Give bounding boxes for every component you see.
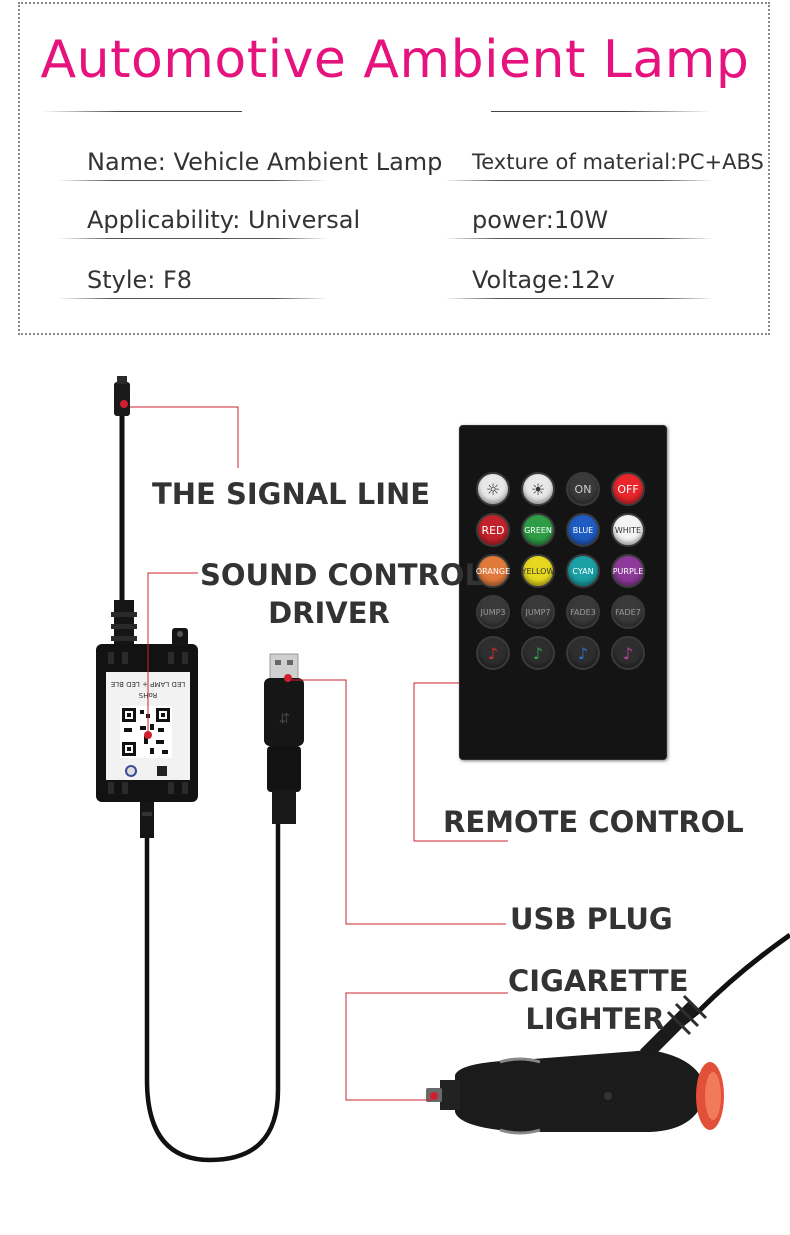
remote-button[interactable]: FADE3 (566, 595, 600, 629)
remote-button-label: ☀ (530, 479, 546, 499)
usb-metal-head (269, 653, 299, 681)
remote-button-label: YELLOW (521, 566, 555, 576)
page-title: Automotive Ambient Lamp (40, 30, 750, 90)
remote-button-label: CYAN (572, 566, 594, 576)
spec-voltage: Voltage:12v (472, 266, 615, 294)
remote-button-label: GREEN (524, 525, 552, 535)
spec-style: Style: F8 (87, 266, 193, 294)
label-cigarette-line2: LIGHTER (525, 1002, 665, 1036)
usb-plug-marker (284, 674, 292, 682)
remote-button-label: ♪ (577, 643, 589, 663)
label-sound-control-line2: DRIVER (268, 596, 390, 630)
label-usb-plug: USB PLUG (510, 902, 673, 936)
spec-applicability: Applicability: Universal (87, 206, 361, 234)
label-sound-control: SOUND CONTROL DRIVER (200, 556, 483, 632)
spec-divider (58, 180, 328, 181)
remote-button-label: OFF (617, 482, 639, 496)
remote-button[interactable]: RED (476, 513, 510, 547)
svg-text:⇆: ⇆ (276, 712, 292, 724)
remote-button-label: ♪ (532, 643, 544, 663)
remote-button-label: JUMP7 (525, 607, 551, 617)
remote-button-label: ♪ (487, 643, 499, 663)
label-remote-control: REMOTE CONTROL (443, 805, 744, 839)
remote-button-label: FADE7 (615, 607, 641, 617)
usb-callout-line (292, 679, 506, 925)
remote-button[interactable]: WHITE (611, 513, 645, 547)
spec-divider (58, 298, 328, 299)
remote-callout-line (413, 682, 508, 842)
lighter-marker (430, 1092, 438, 1100)
spec-material: Texture of material:PC+ABS (472, 150, 764, 174)
remote-button[interactable]: YELLOW (521, 554, 555, 588)
title-divider-left (42, 111, 242, 112)
signal-callout-line (130, 406, 239, 468)
mic-icon (125, 765, 137, 777)
remote-button[interactable]: FADE7 (611, 595, 645, 629)
remote-button-label: BLUE (572, 525, 594, 535)
signal-connector (114, 382, 130, 416)
label-cigarette-lighter: CIGARETTE LIGHTER (508, 962, 689, 1038)
specs-box (18, 2, 770, 335)
remote-button-label: ON (574, 482, 592, 496)
lighter-plug-body (455, 1050, 706, 1132)
remote-button[interactable]: ♪ (566, 636, 600, 670)
remote-button[interactable]: PURPLE (611, 554, 645, 588)
remote-button-label: JUMP3 (480, 607, 506, 617)
lighter-callout-line (345, 992, 508, 1101)
remote-button[interactable]: JUMP3 (476, 595, 510, 629)
remote-button[interactable]: ON (566, 472, 600, 506)
spec-power: power:10W (472, 206, 609, 234)
remote-button-label: PURPLE (612, 566, 644, 576)
label-cigarette-line1: CIGARETTE (508, 964, 689, 998)
remote-button[interactable]: ♪ (611, 636, 645, 670)
spec-divider (444, 238, 714, 239)
label-signal-line: THE SIGNAL LINE (152, 477, 431, 511)
remote-button[interactable]: GREEN (521, 513, 555, 547)
signal-line-marker (120, 400, 128, 408)
usb-plug-body (264, 678, 304, 746)
remote-button-label: RED (481, 523, 505, 537)
remote-button[interactable]: CYAN (566, 554, 600, 588)
remote-button[interactable]: ♪ (521, 636, 555, 670)
spec-divider (444, 180, 714, 181)
button-icon (157, 766, 167, 776)
signal-connector-tip (117, 376, 127, 384)
remote-button[interactable]: BLUE (566, 513, 600, 547)
spec-name: Name: Vehicle Ambient Lamp (87, 148, 443, 176)
remote-button[interactable]: ♪ (476, 636, 510, 670)
sound-callout-line (147, 572, 198, 735)
remote-button[interactable]: OFF (611, 472, 645, 506)
remote-button-label: WHITE (614, 525, 642, 535)
remote-button[interactable]: ☼ (476, 472, 510, 506)
remote-button-label: FADE3 (570, 607, 596, 617)
spec-divider (444, 298, 714, 299)
remote-button-label: ♪ (622, 643, 634, 663)
lighter-cable (648, 932, 790, 1052)
power-cable (144, 820, 281, 1163)
remote-button[interactable]: JUMP7 (521, 595, 555, 629)
remote-button[interactable]: ☀ (521, 472, 555, 506)
remote-button-label: ☼ (485, 479, 501, 499)
cable-strain-relief (114, 600, 134, 646)
spec-divider (58, 238, 328, 239)
label-sound-control-line1: SOUND CONTROL (200, 558, 483, 592)
title-divider-right (491, 111, 711, 112)
